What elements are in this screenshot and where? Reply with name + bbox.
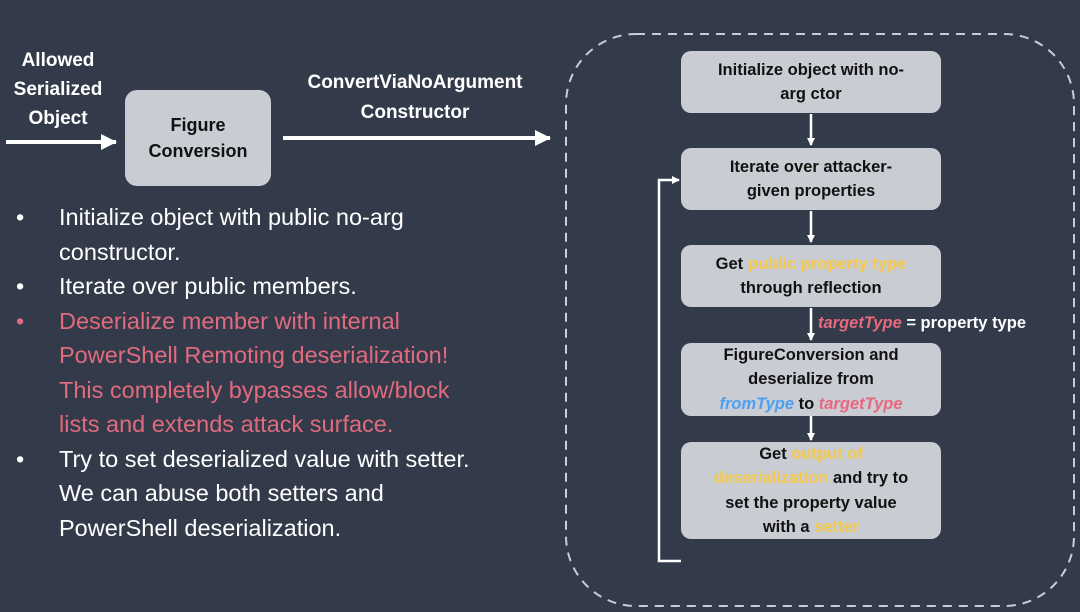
flow-step-line: arg ctor: [780, 85, 842, 103]
dashed-container: [565, 33, 1075, 607]
flow-text: with a: [762, 518, 815, 536]
bullet-dot-icon: •: [16, 445, 25, 472]
bullet-text: This completely bypasses allow/block: [59, 376, 450, 403]
flow-step-initialize: Initialize object with no- arg ctor: [681, 51, 941, 113]
bullet-text: constructor.: [59, 238, 181, 265]
bullet-text: PowerShell deserialization.: [59, 514, 342, 541]
from-type-text: fromType: [719, 394, 795, 413]
convert-label-line: ConvertViaNoArgument: [307, 72, 523, 93]
flow-step-line: Get output of: [691, 442, 931, 467]
bullet-item-highlight: • Deserialize member with internal Power…: [16, 304, 556, 442]
figure-box-line: Figure: [170, 115, 226, 135]
bullet-item: • Iterate over public members.: [16, 269, 556, 304]
target-type-var: targetType: [818, 314, 902, 332]
flow-step-line: FigureConversion and: [723, 345, 899, 364]
flow-step-line: through reflection: [740, 279, 882, 297]
input-label-line: Allowed: [21, 50, 95, 71]
flow-step-line: set the property value: [725, 493, 897, 512]
target-type-label: targetType = property type: [818, 311, 1026, 335]
flow-highlight-text: setter: [814, 518, 860, 536]
bullet-text: Try to set deserialized value with sette…: [59, 445, 470, 472]
flow-step-line: Initialize object with no-: [717, 60, 905, 79]
target-type-text: targetType: [818, 394, 903, 413]
loop-back-arrow: [657, 176, 681, 563]
flow-highlight-text: deserialization: [713, 469, 829, 487]
bullet-text: Iterate over public members.: [59, 273, 357, 299]
flow-step-line: given properties: [746, 182, 876, 200]
flow-text: Get: [715, 254, 748, 273]
figure-conversion-box: Figure Conversion: [125, 90, 271, 186]
figure-box-line: Conversion: [148, 141, 248, 161]
bullet-text: lists and extends attack surface.: [59, 411, 394, 437]
bullet-item: • Initialize object with public no-arg c…: [16, 200, 556, 269]
convert-label-line: Constructor: [360, 102, 470, 123]
bullet-dot-icon: •: [16, 204, 25, 230]
bullet-dot-icon: •: [16, 307, 25, 334]
flow-highlight-text: output of: [791, 444, 863, 463]
flow-step-line: fromType to targetType: [691, 392, 931, 417]
flow-step-get-type: Get public property type through reflect…: [681, 245, 941, 307]
flow-text: Get: [759, 444, 792, 463]
bullet-text: Initialize object with public no-arg: [59, 204, 404, 230]
flow-step-line: deserialize from: [748, 370, 874, 389]
flow-text: to: [794, 394, 819, 413]
flow-step-line: Iterate over attacker-: [729, 157, 893, 176]
bullet-text: We can abuse both setters and: [59, 480, 384, 506]
flow-step-line: with a setter: [691, 515, 931, 540]
flow-step-line: Get public property type: [691, 252, 931, 277]
target-type-rest: = property type: [901, 314, 1026, 332]
flow-step-figure-conversion: FigureConversion and deserialize from fr…: [681, 343, 941, 416]
convert-label: ConvertViaNoArgument Constructor: [282, 68, 548, 128]
input-label-line: Serialized: [13, 79, 103, 100]
flow-text: and try to: [828, 469, 909, 487]
flow-highlight-text: public property type: [747, 254, 907, 273]
bullet-text: Deserialize member with internal: [59, 307, 400, 334]
bullet-text: PowerShell Remoting deserialization!: [59, 342, 449, 368]
input-label: Allowed Serialized Object: [4, 46, 112, 133]
bullet-item: • Try to set deserialized value with set…: [16, 442, 556, 546]
flow-step-line: deserialization and try to: [691, 466, 931, 491]
bullet-list: • Initialize object with public no-arg c…: [16, 200, 556, 545]
input-label-line: Object: [28, 108, 88, 129]
flow-step-iterate: Iterate over attacker- given properties: [681, 148, 941, 210]
flow-step-set-value: Get output of deserialization and try to…: [681, 442, 941, 539]
bullet-dot-icon: •: [16, 273, 25, 299]
